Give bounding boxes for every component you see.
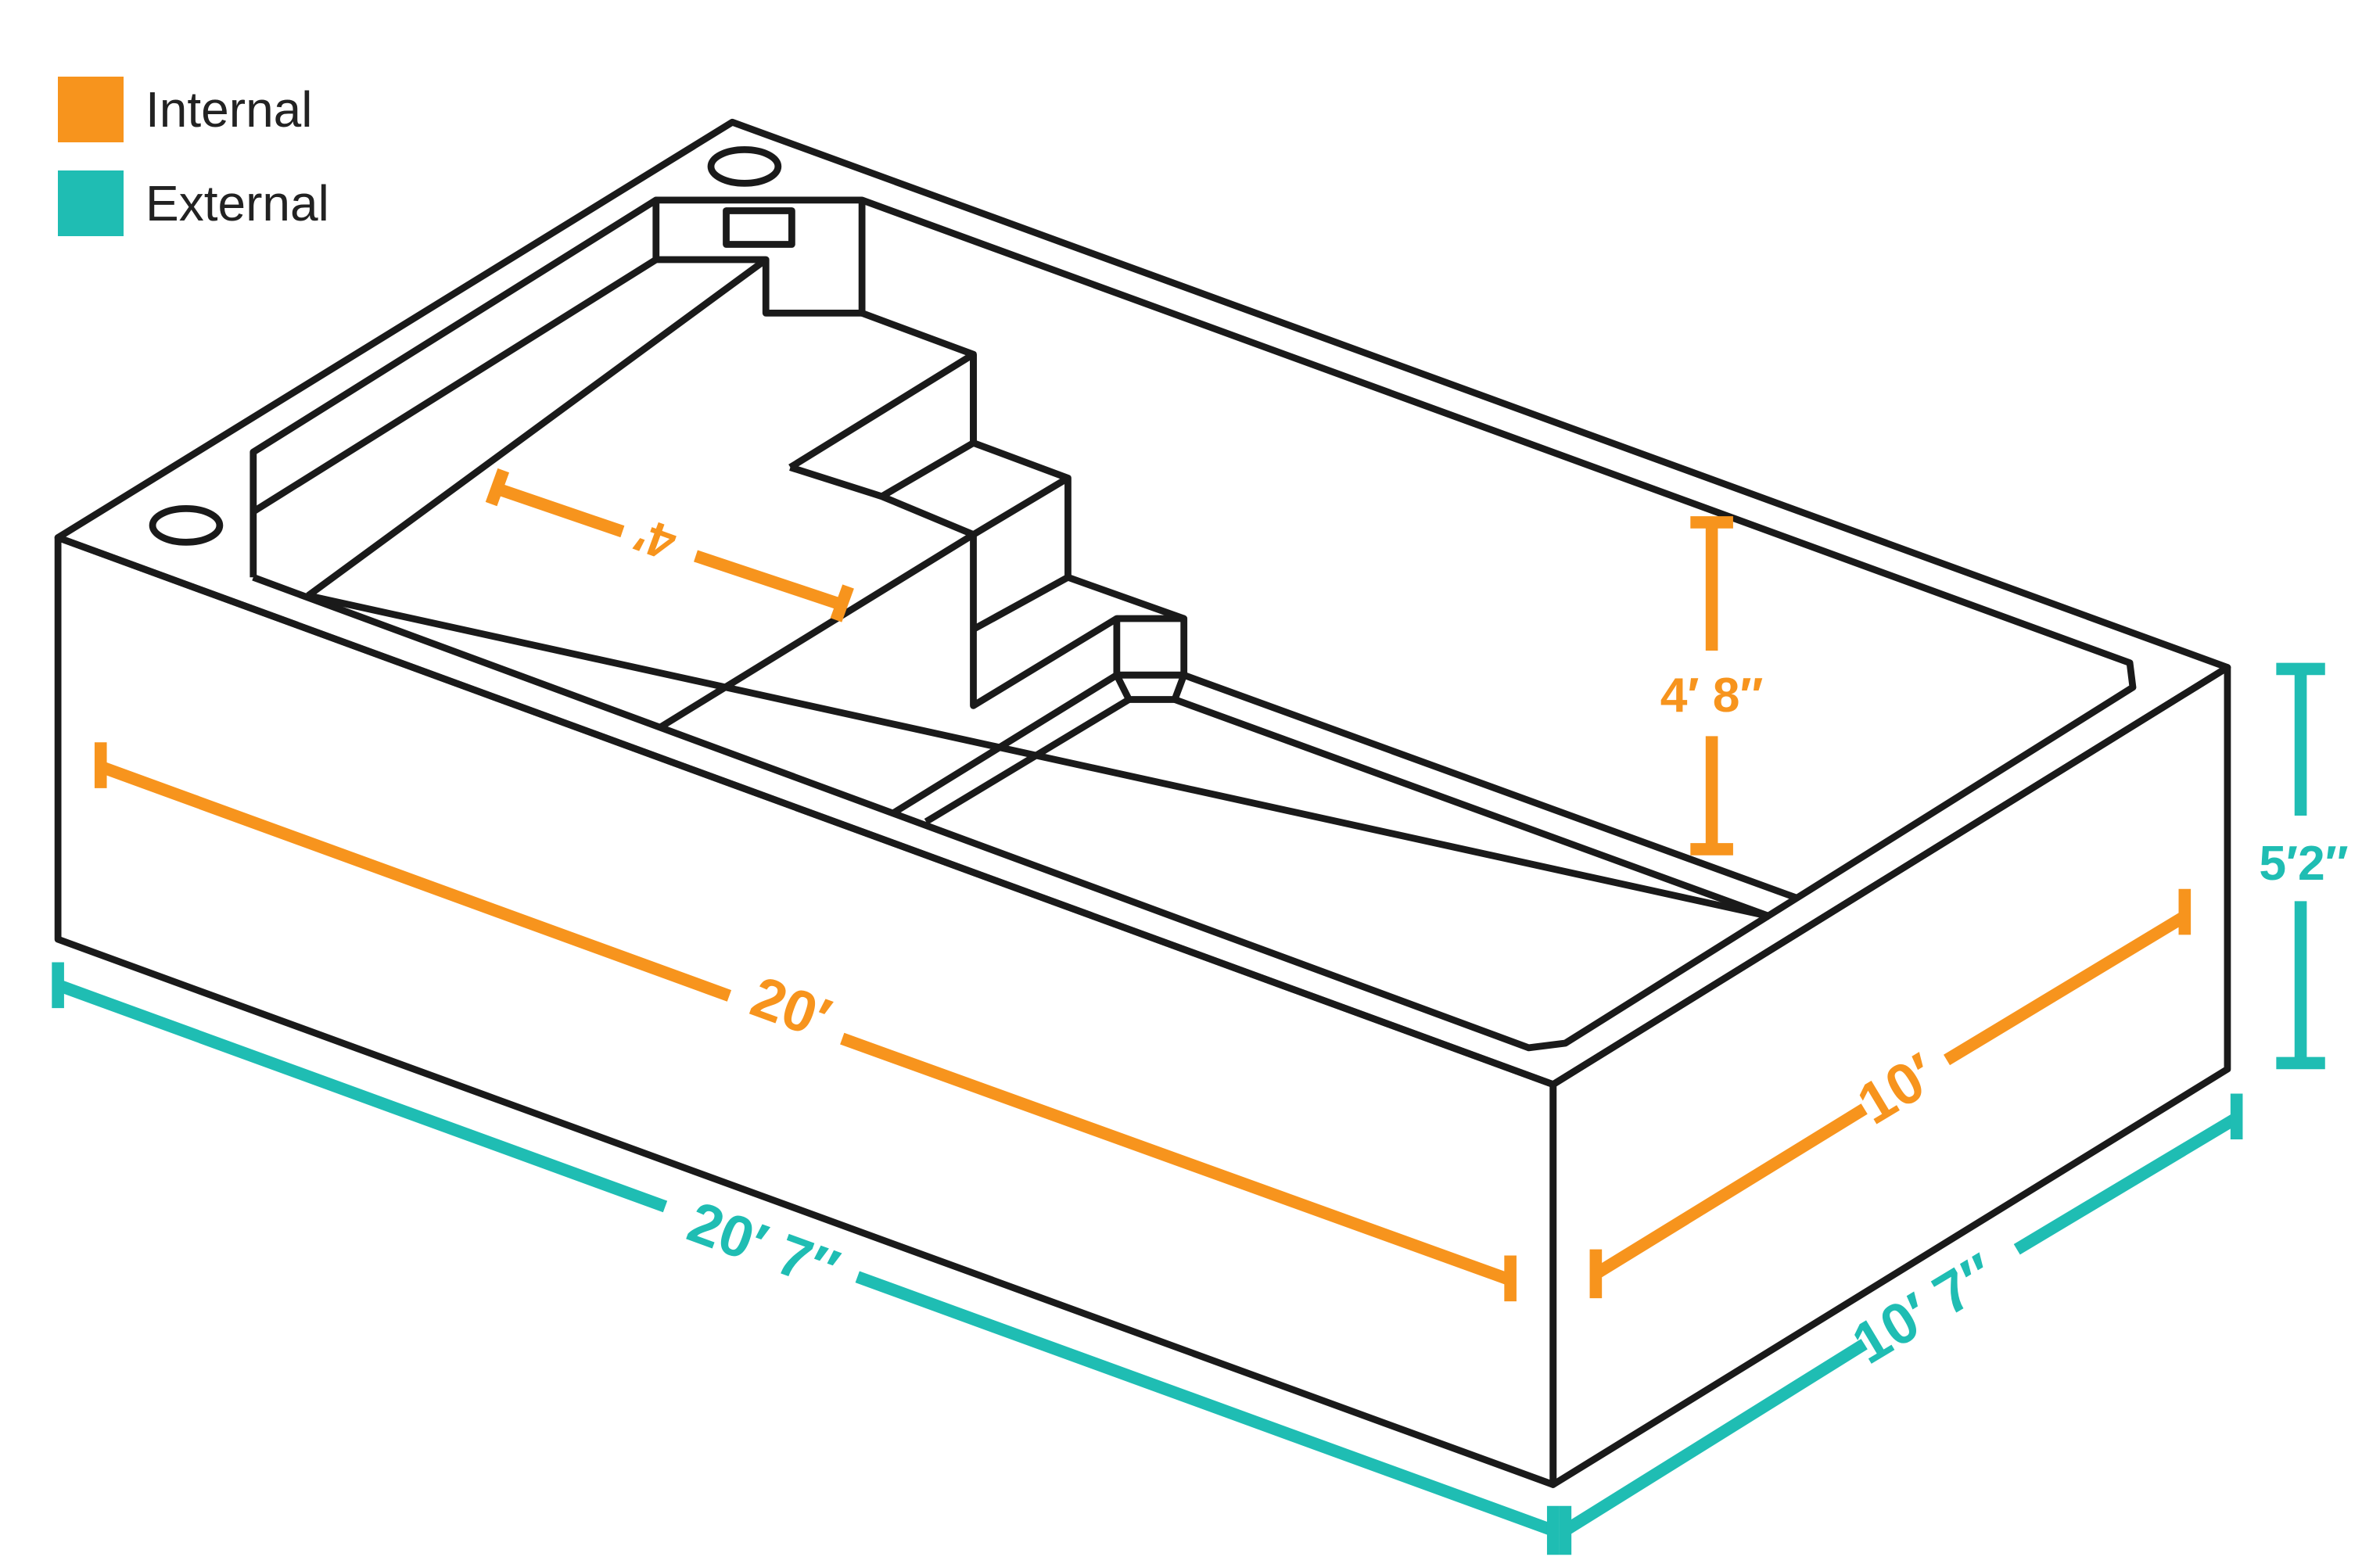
inner-rim (249, 196, 2137, 1052)
label-internal-width: 10′ (1847, 1041, 1947, 1137)
label-external-length: 20′ 7″ (680, 1189, 847, 1303)
legend-item-internal: Internal (58, 77, 329, 142)
legend: Internal External (58, 77, 329, 264)
skimmer-hole-left (149, 504, 224, 546)
step-upper (860, 310, 1186, 622)
right-bench-step (924, 696, 1131, 825)
label-step-width: 4′ (628, 506, 684, 571)
label-internal-depth: 4′ 8″ (1660, 668, 1764, 723)
external-swatch (58, 170, 124, 236)
dim-internal-length: 20′ (94, 742, 1517, 1302)
internal-swatch (58, 77, 124, 142)
step-floor-edge (659, 531, 975, 730)
step-riser (970, 534, 1119, 709)
jet-box (1113, 615, 1188, 679)
step-low-edge (971, 574, 1070, 633)
internal-legend-label: Internal (145, 81, 313, 138)
floor-front-line (307, 592, 1771, 920)
external-legend-label: External (145, 175, 329, 231)
jet-box-base (1113, 671, 1188, 703)
right-bench-back (1183, 672, 1799, 902)
label-external-height: 5′2″ (2259, 836, 2348, 891)
pool-side-face (1549, 664, 2231, 1488)
step-tread-1 (880, 354, 977, 500)
control-panel (723, 207, 795, 248)
label-external-width: 10′ 7″ (1841, 1241, 2007, 1376)
dim-external-width: 10′ 7″ (1559, 1093, 2243, 1555)
pool-outline (54, 118, 2231, 1488)
step-top-edge (788, 351, 975, 471)
label-internal-length: 20′ (743, 963, 839, 1051)
dim-external-length: 20′ 7″ (52, 962, 1560, 1555)
dim-internal-depth: 4′ 8″ (1660, 516, 1764, 856)
step-block (789, 464, 1070, 538)
legend-item-external: External (58, 170, 329, 236)
dim-external-height: 5′2″ (2259, 662, 2349, 1070)
skimmer-hole-back (707, 146, 782, 187)
right-bench-front (1173, 696, 1772, 920)
dim-step-width: 4′ (485, 468, 854, 622)
left-bench-top-edge (306, 256, 768, 599)
left-bench (251, 256, 863, 515)
dim-internal-width: 10′ (1589, 888, 2192, 1299)
right-bench-step-2 (892, 672, 1119, 816)
